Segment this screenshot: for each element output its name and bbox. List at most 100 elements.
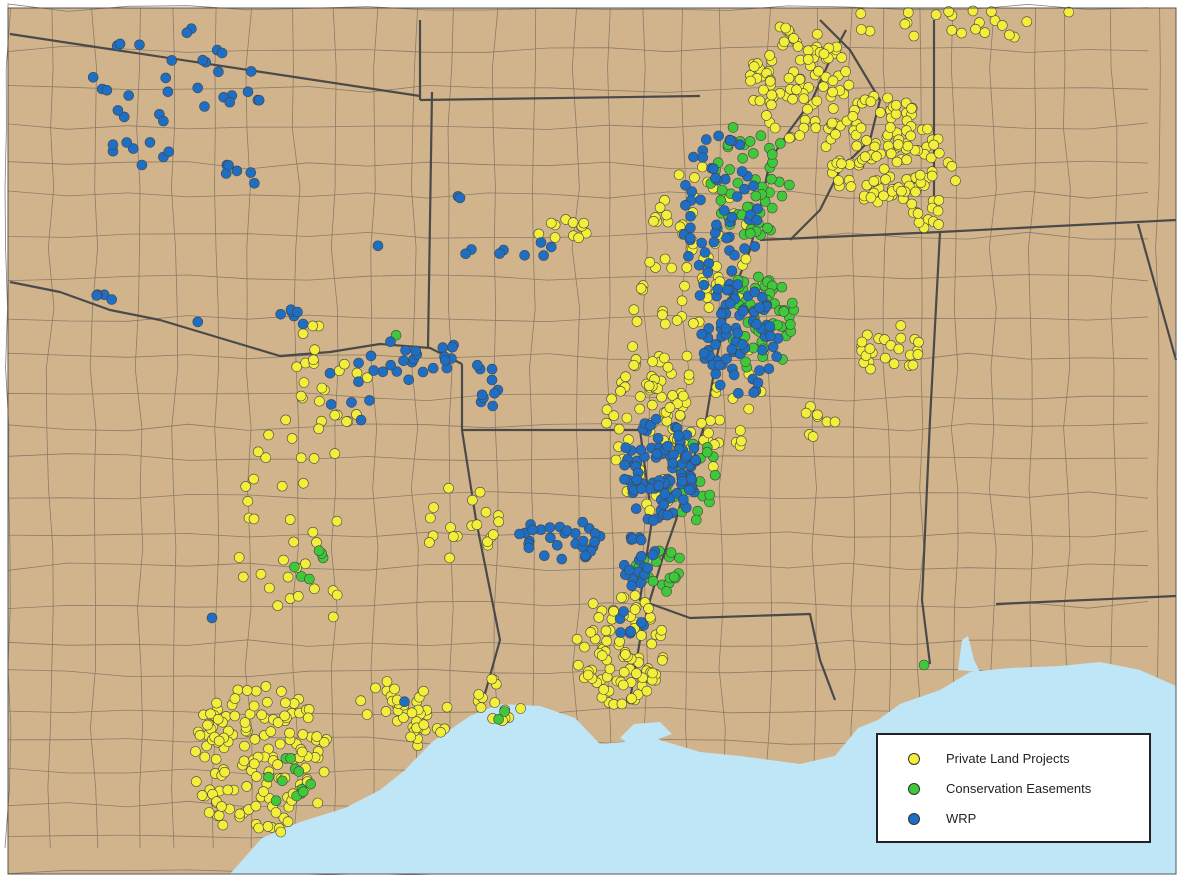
conservation-easement-point xyxy=(727,122,739,133)
private-land-point xyxy=(482,536,493,548)
private-land-point xyxy=(229,693,241,704)
conservation-easement-point xyxy=(668,571,680,583)
private-land-point xyxy=(812,409,823,421)
private-land-point xyxy=(297,729,309,740)
wrp-point xyxy=(748,180,759,192)
conservation-easement-point xyxy=(665,547,677,558)
conservation-easement-point xyxy=(692,505,704,517)
wrp-point xyxy=(364,395,375,406)
wrp-point xyxy=(713,130,724,142)
private-land-point xyxy=(261,696,273,708)
private-land-point xyxy=(895,320,907,331)
wrp-point xyxy=(754,302,765,313)
wrp-point xyxy=(667,457,679,469)
wrp-point xyxy=(659,488,671,499)
private-land-point xyxy=(249,733,261,745)
private-land-point xyxy=(610,454,622,466)
wrp-point xyxy=(652,432,664,444)
conservation-easement-point xyxy=(776,190,788,202)
wrp-point xyxy=(684,484,695,496)
county-line xyxy=(7,453,1149,462)
private-land-point xyxy=(688,318,699,329)
wrp-point xyxy=(721,284,733,296)
wrp-point xyxy=(642,562,654,574)
conservation-easement-point xyxy=(724,164,736,175)
private-land-point xyxy=(664,402,676,413)
private-land-point xyxy=(571,633,583,645)
wrp-point xyxy=(123,90,134,101)
private-land-point xyxy=(683,369,695,381)
county-line xyxy=(7,422,1149,432)
private-land-point xyxy=(635,630,647,641)
private-land-point xyxy=(647,667,658,679)
private-land-point xyxy=(740,253,752,265)
private-land-point xyxy=(307,320,319,332)
conservation-easement-point xyxy=(918,659,930,671)
private-land-points xyxy=(190,5,1075,838)
private-land-point xyxy=(766,89,778,101)
private-land-point xyxy=(1021,16,1033,28)
private-land-point xyxy=(339,358,350,370)
county-line xyxy=(847,7,856,849)
private-land-point xyxy=(318,766,330,778)
private-land-point xyxy=(312,797,324,809)
wrp-point xyxy=(580,550,591,562)
wrp-point xyxy=(545,241,557,253)
wrp-point xyxy=(684,232,696,244)
wrp-point xyxy=(181,27,193,39)
private-land-point xyxy=(635,283,647,294)
wrp-point xyxy=(454,192,466,204)
private-land-point xyxy=(474,486,486,498)
wrp-point xyxy=(658,499,670,511)
private-land-point xyxy=(316,382,328,394)
conservation-easement-point xyxy=(744,136,756,147)
private-land-point xyxy=(264,582,275,594)
county-line xyxy=(7,392,1149,402)
private-land-point xyxy=(216,801,227,812)
private-land-point xyxy=(389,683,400,695)
wrp-point xyxy=(739,243,750,254)
wrp-point xyxy=(114,38,126,50)
private-land-point xyxy=(251,771,262,782)
conservation-easement-point xyxy=(285,753,297,764)
county-line xyxy=(7,352,1149,362)
conservation-easement-point xyxy=(776,281,788,293)
private-land-point xyxy=(922,123,933,135)
private-land-point xyxy=(202,719,213,731)
private-land-point xyxy=(262,821,274,832)
wrp-point xyxy=(545,532,556,544)
private-land-point xyxy=(217,819,229,831)
wrp-point xyxy=(365,350,377,362)
wrp-point xyxy=(694,290,706,301)
county-line xyxy=(244,7,253,849)
wrp-point xyxy=(325,399,337,410)
private-land-point xyxy=(279,710,291,722)
private-land-point xyxy=(487,529,499,540)
private-land-point xyxy=(475,702,487,713)
wrp-point xyxy=(368,365,380,376)
private-land-point xyxy=(272,600,284,612)
private-land-point xyxy=(847,111,859,122)
private-land-point xyxy=(194,729,206,741)
private-land-point xyxy=(596,650,608,661)
private-land-point xyxy=(996,20,1008,31)
conservation-easement-point xyxy=(701,446,713,458)
private-land-point xyxy=(617,679,629,691)
private-land-point xyxy=(798,93,810,104)
private-land-point xyxy=(913,336,924,348)
wrp-point xyxy=(245,66,257,77)
private-land-point xyxy=(471,519,483,531)
private-land-point xyxy=(888,358,900,370)
wrp-point xyxy=(699,247,711,258)
private-land-point xyxy=(827,86,838,98)
wrp-point xyxy=(728,369,740,381)
wrp-point xyxy=(514,528,525,540)
conservation-easement-point xyxy=(740,356,751,368)
wrp-point xyxy=(91,290,102,301)
wrp-point xyxy=(739,183,750,195)
private-land-point xyxy=(606,393,617,405)
wrp-point xyxy=(523,542,535,554)
private-land-point xyxy=(275,826,287,838)
private-land-point xyxy=(986,6,997,17)
conservation-easement-point xyxy=(766,202,778,214)
